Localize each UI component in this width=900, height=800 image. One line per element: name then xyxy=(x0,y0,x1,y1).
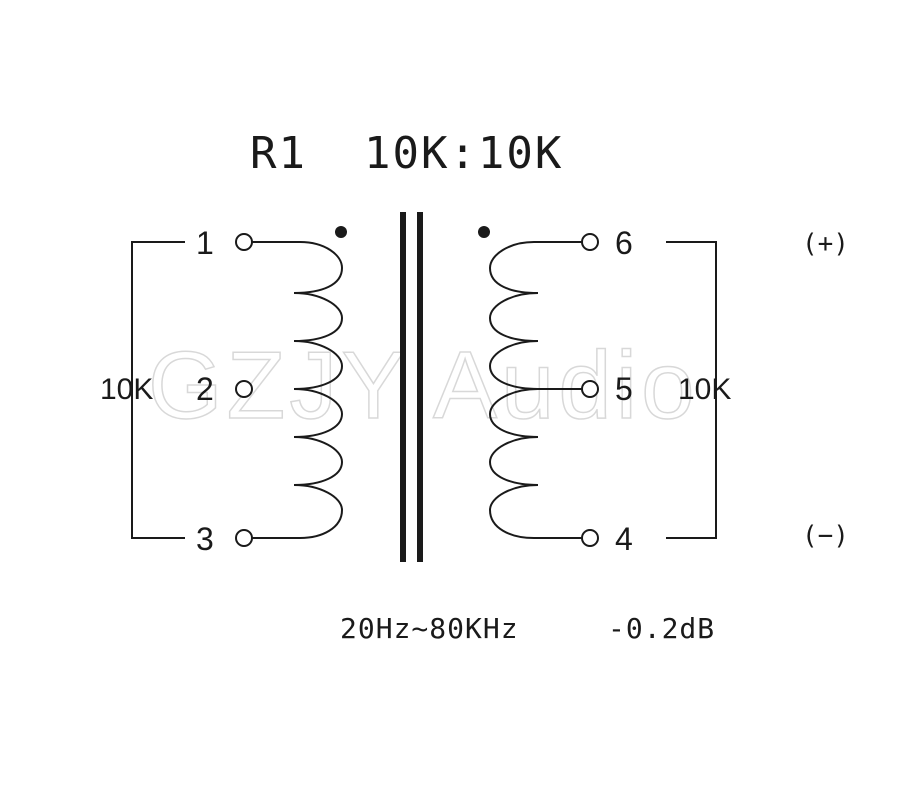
primary-pin-2-label: 2 xyxy=(196,371,214,407)
secondary-terminal-4 xyxy=(581,529,599,547)
secondary-polarity-dot xyxy=(478,226,490,238)
secondary-pin-5-label: 5 xyxy=(615,371,633,407)
diagram-title: R1 10K:10K xyxy=(250,128,563,179)
primary-pin-1-label: 1 xyxy=(196,225,214,261)
secondary-impedance-label: 10K xyxy=(678,373,731,406)
primary-polarity-dot xyxy=(335,226,347,238)
polarity-minus-label: (−) xyxy=(802,521,849,551)
primary-terminal-2 xyxy=(235,380,253,398)
primary-terminal-3 xyxy=(235,529,253,547)
primary-winding xyxy=(252,241,344,539)
secondary-winding xyxy=(488,241,582,539)
polarity-plus-label: (+) xyxy=(802,229,849,259)
secondary-terminal-5 xyxy=(581,380,599,398)
frequency-range-label: 20Hz~80KHz xyxy=(340,612,519,645)
secondary-pin-6-label: 6 xyxy=(615,225,633,261)
primary-terminal-1 xyxy=(235,233,253,251)
secondary-bracket xyxy=(666,241,717,539)
secondary-terminal-6 xyxy=(581,233,599,251)
secondary-pin-4-label: 4 xyxy=(615,521,633,557)
frequency-response-label: -0.2dB xyxy=(608,612,715,645)
primary-impedance-label: 10K xyxy=(100,373,153,406)
primary-pin-3-label: 3 xyxy=(196,521,214,557)
primary-bracket xyxy=(131,241,185,539)
